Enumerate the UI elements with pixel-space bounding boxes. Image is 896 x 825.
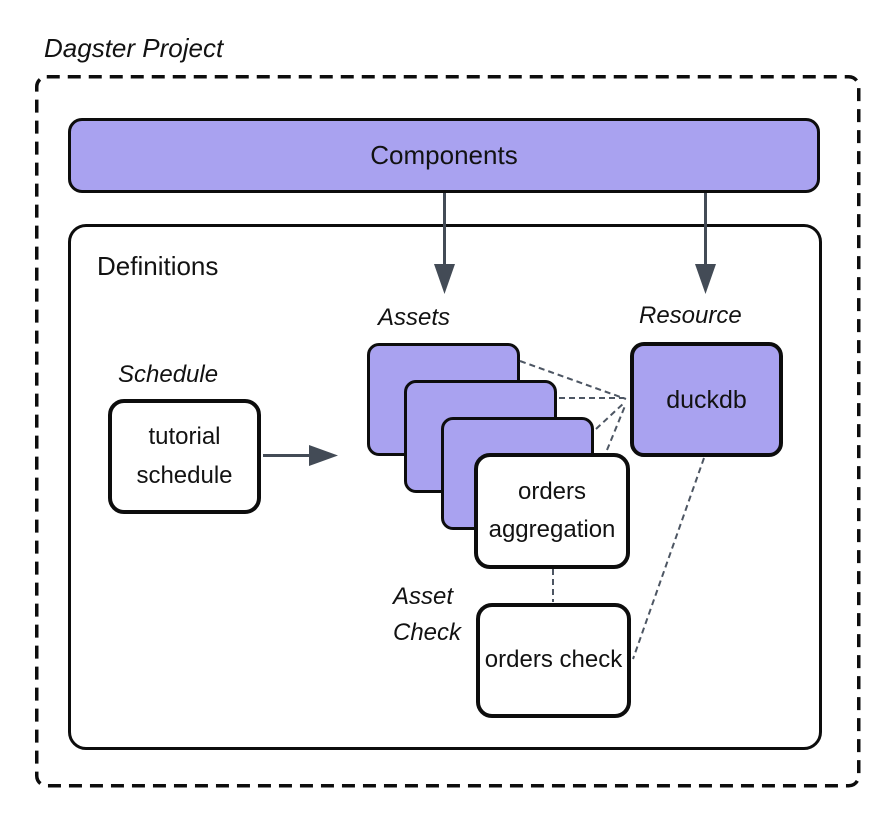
schedule-label: Schedule xyxy=(118,361,219,388)
definitions-label: Definitions xyxy=(97,251,219,281)
orders-check-node: orders check xyxy=(476,603,631,718)
asset-check-label-line2: Check xyxy=(393,619,462,646)
components-box: Components xyxy=(68,118,820,193)
duckdb-resource-node: duckdb xyxy=(630,342,783,457)
components-label: Components xyxy=(370,140,518,170)
orders-check-node-label: orders check xyxy=(484,646,623,674)
asset-check-label-line1: Asset xyxy=(393,583,454,610)
tutorial-schedule-node: tutorial schedule xyxy=(108,399,261,514)
orders-aggregation-node: orders aggregation xyxy=(474,453,630,569)
diagram-title: Dagster Project xyxy=(44,33,224,63)
orders-aggregation-node-label: orders aggregation xyxy=(488,477,616,543)
assets-label: Assets xyxy=(378,304,451,331)
duckdb-node-label: duckdb xyxy=(666,385,747,414)
resource-label: Resource xyxy=(639,302,742,329)
asset-check-label: Asset Check xyxy=(393,579,461,651)
tutorial-schedule-node-label: tutorial schedule xyxy=(136,423,233,489)
